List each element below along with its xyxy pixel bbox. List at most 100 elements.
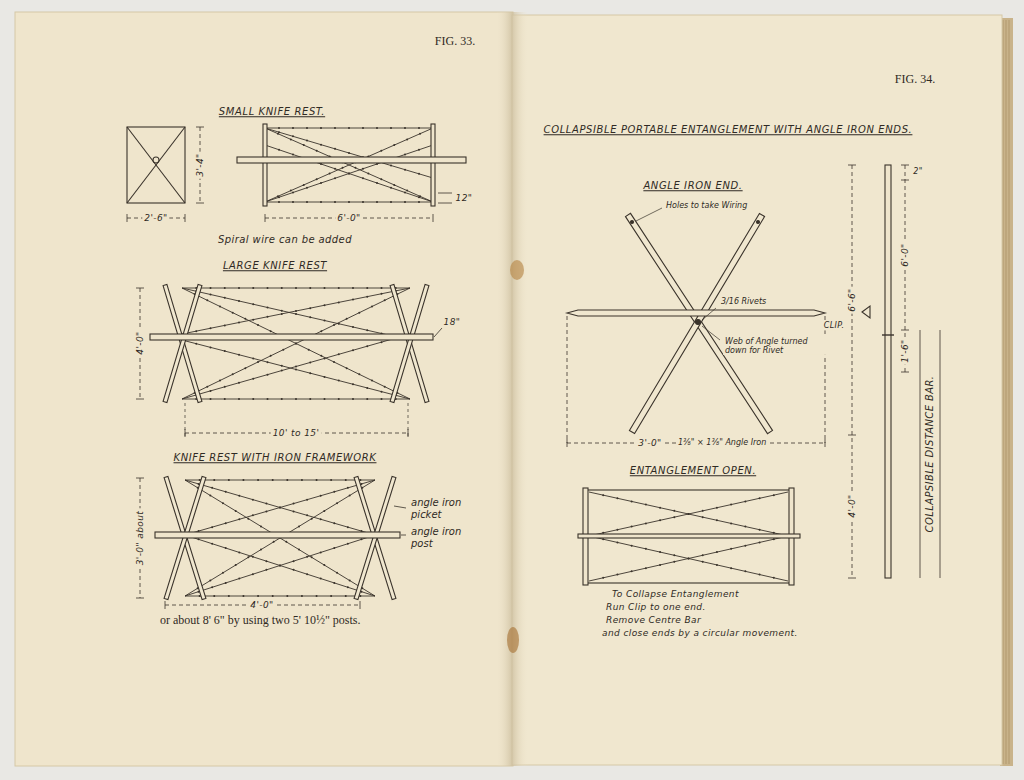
dimension: 12" [454, 193, 475, 203]
dimension-tick [196, 127, 204, 128]
barb [309, 287, 311, 289]
barb [211, 543, 213, 545]
outline-dashed [567, 316, 568, 443]
leader-line [636, 208, 662, 221]
barb [381, 293, 383, 295]
barb [702, 554, 704, 556]
page-edge [1003, 20, 1004, 764]
barb [293, 510, 295, 512]
barb [673, 510, 675, 512]
instruction: To Collapse Entanglement [610, 589, 741, 599]
leader-line [702, 326, 720, 340]
bar-outline [920, 330, 921, 578]
barb [267, 374, 269, 376]
barb [238, 382, 240, 384]
dimension: 18" [442, 317, 463, 327]
barb [384, 299, 386, 301]
barb [209, 494, 211, 496]
end-view-brace [127, 127, 185, 203]
barb [346, 367, 348, 369]
barb [381, 398, 383, 400]
barb [238, 578, 240, 580]
barb [336, 572, 338, 574]
barb [716, 519, 718, 521]
barb [333, 324, 335, 326]
barbed-wire [185, 480, 375, 535]
drawing-title: SMALL KNIFE REST. [217, 106, 327, 118]
barb [252, 319, 254, 321]
barb [242, 479, 244, 481]
barb [324, 320, 326, 322]
barb [244, 367, 246, 369]
barb [298, 525, 300, 527]
barb [390, 201, 392, 203]
barb [295, 310, 297, 312]
barb [324, 376, 326, 378]
barb [222, 572, 224, 574]
drawing-title: LARGE KNIFE REST [221, 260, 329, 272]
barb [404, 154, 406, 156]
barb [308, 349, 310, 351]
barb [659, 507, 661, 509]
barb [366, 287, 368, 289]
barb [367, 173, 369, 175]
barb [338, 301, 340, 303]
barb [759, 497, 761, 499]
barb [306, 573, 308, 575]
barb [222, 502, 224, 504]
barb [338, 398, 340, 400]
dimension: 1'-6" [900, 337, 910, 364]
barb [306, 187, 308, 189]
part-label: angle iron picket [409, 497, 477, 520]
barb [247, 518, 249, 520]
wiring-hole [757, 221, 760, 224]
barb [645, 504, 647, 506]
part-label: COLLAPSIBLE DISTANCE BAR. [924, 374, 936, 535]
barb [257, 324, 259, 326]
barb [380, 178, 382, 180]
barb [347, 586, 349, 588]
barb [281, 313, 283, 315]
angle-iron [629, 213, 764, 433]
barb [252, 556, 254, 558]
barb [316, 479, 318, 481]
barb [759, 529, 761, 531]
barb [320, 127, 322, 129]
barb [260, 549, 262, 551]
page-edge [1006, 20, 1007, 764]
barbed-wire [265, 128, 433, 202]
barb [390, 127, 392, 129]
barb [338, 380, 340, 382]
barb [347, 543, 349, 545]
instruction: Remove Centre Bar [604, 615, 703, 625]
dimension: 2" [911, 167, 925, 176]
barb [306, 201, 308, 203]
barb [730, 567, 732, 569]
barb [688, 558, 690, 560]
barbed-wire [182, 288, 410, 334]
barbed-wire [182, 288, 410, 399]
angle-iron-stay [567, 310, 825, 316]
dimension: 6'-0" [900, 241, 910, 268]
barb [206, 386, 208, 388]
barb [376, 127, 378, 129]
barb [358, 312, 360, 314]
barb [306, 140, 308, 142]
dimension-tick [265, 214, 266, 222]
barb [290, 190, 292, 192]
barb [211, 586, 213, 588]
barb [342, 167, 344, 169]
barb [759, 541, 761, 543]
barb [224, 398, 226, 400]
barb [224, 386, 226, 388]
barb [244, 318, 246, 320]
drawings [127, 124, 940, 609]
dimension: 4'-0" [135, 329, 145, 356]
barb [278, 196, 280, 198]
barb [273, 541, 275, 543]
barb [311, 518, 313, 520]
part-label: angle iron post [409, 526, 477, 549]
barb [334, 148, 336, 150]
barb [225, 522, 227, 524]
barb [267, 307, 269, 309]
